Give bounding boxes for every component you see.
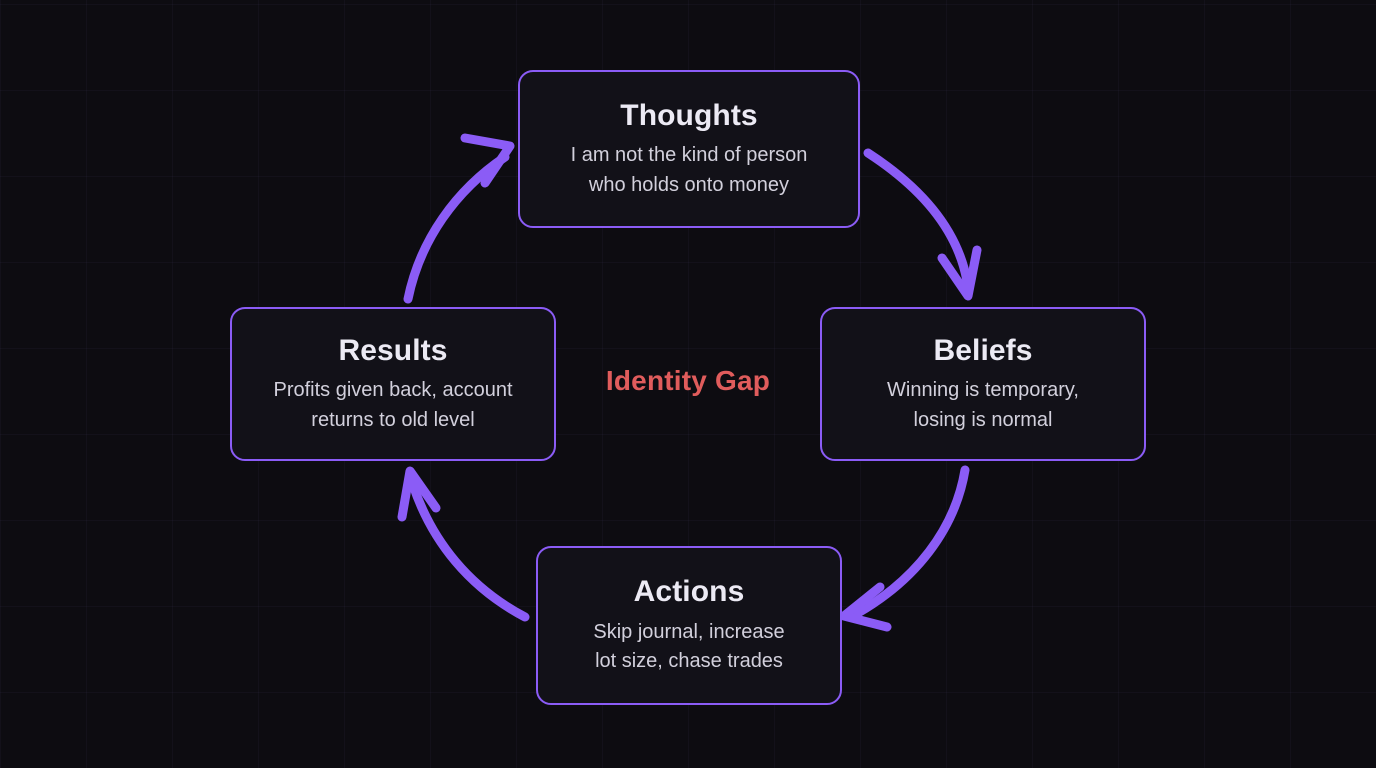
arrow-beliefs-to-actions xyxy=(839,465,970,632)
node-thoughts-description: I am not the kind of person who holds on… xyxy=(570,144,808,196)
node-results[interactable]: Results Profits given back, account retu… xyxy=(230,307,556,461)
center-label-identity-gap: Identity Gap xyxy=(605,365,771,396)
arrow-actions-to-results xyxy=(397,466,530,622)
node-actions-description: Skip journal, increase lot size, chase t… xyxy=(593,620,785,673)
node-results-description: Profits given back, account returns to o… xyxy=(273,379,513,431)
node-actions[interactable]: Actions Skip journal, increase lot size,… xyxy=(536,546,842,705)
node-beliefs-title: Beliefs xyxy=(933,333,1033,367)
node-beliefs[interactable]: Beliefs Winning is temporary, losing is … xyxy=(820,307,1146,461)
node-results-title: Results xyxy=(338,333,448,367)
node-thoughts-title: Thoughts xyxy=(620,98,758,132)
arrow-results-to-thoughts xyxy=(403,133,515,304)
arrow-thoughts-to-beliefs xyxy=(863,148,982,301)
node-beliefs-description: Winning is temporary, losing is normal xyxy=(887,379,1079,431)
node-actions-title: Actions xyxy=(633,575,745,609)
node-thoughts[interactable]: Thoughts I am not the kind of person who… xyxy=(518,70,860,228)
